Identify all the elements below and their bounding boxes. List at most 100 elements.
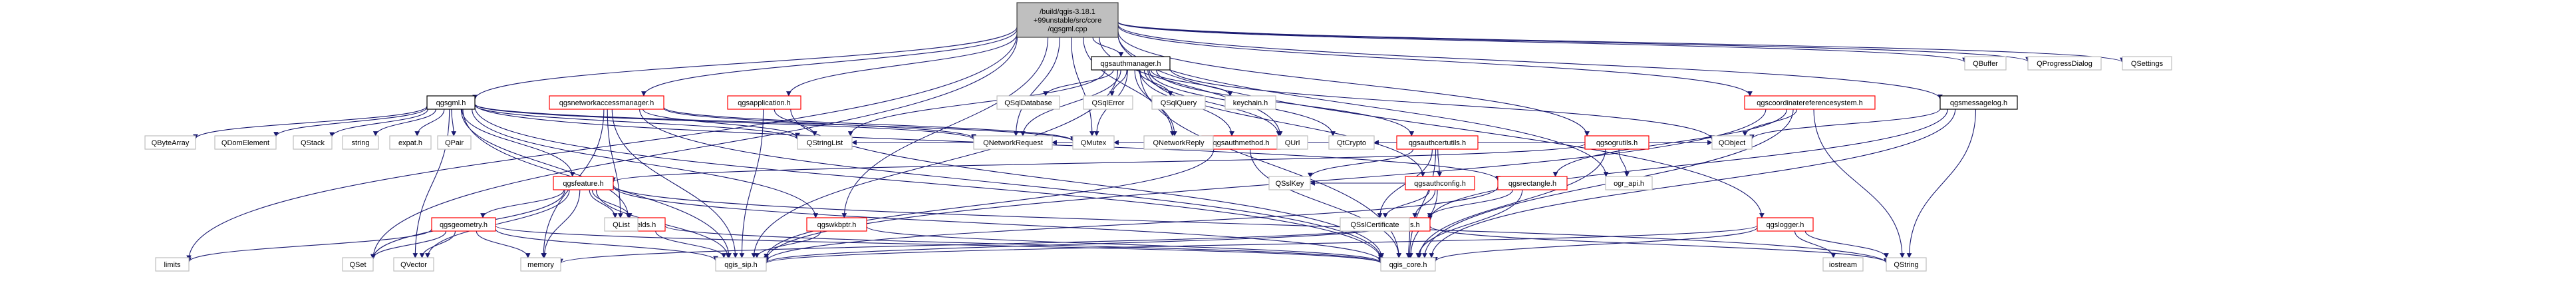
node-qgsapplication-h[interactable]: qgsapplication.h — [727, 95, 801, 110]
edge-qgsgml-cpp-to-qgsauthmanager-h — [1092, 37, 1124, 57]
node-qnetworkreply[interactable]: QNetworkReply — [1143, 135, 1214, 150]
node-qpair[interactable]: QPair — [437, 135, 472, 150]
node-qbytearray[interactable]: QByteArray — [144, 135, 196, 150]
node-qobject[interactable]: QObject — [1711, 135, 1753, 150]
node-qgsauthmethod-h[interactable]: qgsauthmethod.h — [1201, 135, 1281, 150]
node-label: QStringList — [807, 139, 843, 147]
edge-qgsnetworkaccessmanager-h-to-qgis-sip-h — [611, 109, 738, 258]
node-qgslogger-h[interactable]: qgslogger.h — [1757, 217, 1814, 232]
node-label: /qgsgml.cpp — [1048, 25, 1087, 33]
node-qgsgml-h[interactable]: qgsgml.h — [426, 95, 476, 110]
node-label: QSqlDatabase — [1004, 99, 1052, 107]
node-qsslkey[interactable]: QSslKey — [1268, 176, 1311, 190]
node-qstring[interactable]: QString — [1886, 257, 1927, 272]
edge-qgslogger-h-to-qgis-core-h — [1433, 226, 1758, 262]
node-string[interactable]: string — [342, 135, 379, 150]
edge-qgsogrutils-h-to-ogr-api-h — [1618, 148, 1630, 177]
node-qgsauthcertutils-h[interactable]: qgsauthcertutils.h — [1396, 135, 1479, 150]
node-iostream[interactable]: iostream — [1822, 257, 1864, 272]
node-qgsrectangle-h[interactable]: qgsrectangle.h — [1497, 176, 1568, 190]
node-limits[interactable]: limits — [155, 257, 190, 272]
node-label: qgsgml.h — [436, 99, 466, 107]
node-label: QByteArray — [152, 139, 190, 147]
node-label: QProgressDialog — [2037, 60, 2092, 68]
node-box — [1711, 135, 1753, 150]
node-qbuffer[interactable]: QBuffer — [1964, 56, 2007, 71]
node-memory[interactable]: memory — [520, 257, 561, 272]
edge-qgsauthmethod-h-to-qgis-core-h — [1250, 148, 1402, 258]
node-qgsgeometry-h[interactable]: qgsgeometry.h — [431, 217, 496, 232]
node-qgis-core-h[interactable]: qgis_core.h — [1380, 257, 1436, 272]
edge-qgsgml-h-to-expat-h — [414, 109, 445, 137]
edge-qgsgml-cpp-to-limits — [186, 33, 1018, 260]
node-box — [1405, 176, 1475, 190]
edge-qgsauthmanager-h-to-qnetworkrequest — [1020, 69, 1121, 137]
node-box — [1584, 135, 1649, 150]
edge-qgsgeometry-h-to-limits — [186, 228, 432, 263]
node-qsqlerror[interactable]: QSqlError — [1083, 95, 1133, 110]
node-label: qgsrectangle.h — [1508, 180, 1556, 188]
edge-qgsgml-h-to-string — [372, 109, 436, 137]
node-qdomelement[interactable]: QDomElement — [214, 135, 277, 150]
edge-qgsgml-cpp-to-qmutex — [1070, 37, 1095, 137]
node-ogr-api-h[interactable]: ogr_api.h — [1605, 176, 1653, 190]
node-qsqldatabase[interactable]: QSqlDatabase — [996, 95, 1060, 110]
node-box — [1964, 56, 2007, 71]
node-label: qgsfeature.h — [563, 180, 603, 188]
edge-qgsnetworkaccessmanager-h-to-qmutex — [663, 107, 1075, 142]
node-label: qgswkbptr.h — [817, 221, 857, 229]
node-box — [393, 257, 434, 272]
node-qgsauthconfig-h[interactable]: qgsauthconfig.h — [1405, 176, 1475, 190]
node-label: QSet — [349, 261, 366, 269]
node-qgis-sip-h[interactable]: qgis_sip.h — [715, 257, 767, 272]
node-qgsgml-cpp: /build/qgis-3.18.1+99unstable/src/core/q… — [1016, 2, 1119, 38]
node-expat-h[interactable]: expat.h — [389, 135, 432, 150]
edge-qgsgml-cpp-to-qgsapplication-h — [786, 33, 1018, 97]
node-qgscoordinatereferencesystem-h[interactable]: qgscoordinatereferencesystem.h — [1744, 95, 1876, 110]
edge-qgscoordinatereferencesystem-h-to-qgsrectangle-h — [1552, 109, 1788, 177]
edge-qgswkbptr-h-to-qgis-core-h — [866, 226, 1383, 263]
node-qgsfeature-h[interactable]: qgsfeature.h — [553, 176, 614, 190]
node-qsslcertificate[interactable]: QSslCertificate — [1340, 217, 1410, 232]
node-qgsmessagelog-h[interactable]: qgsmessagelog.h — [1939, 95, 2018, 110]
node-qtcrypto[interactable]: QtCrypto — [1328, 135, 1375, 150]
node-qstack[interactable]: QStack — [293, 135, 333, 150]
node-qvector[interactable]: QVector — [393, 257, 434, 272]
node-box — [144, 135, 196, 150]
node-label: QBuffer — [1973, 60, 1998, 68]
node-label: QString — [1894, 261, 1918, 269]
node-qsqlquery[interactable]: QSqlQuery — [1151, 95, 1206, 110]
node-qlist[interactable]: QList — [604, 217, 639, 232]
edge-qgsgml-h-to-qnetworkrequest — [474, 104, 976, 141]
node-qgsauthmanager-h[interactable]: qgsauthmanager.h — [1091, 56, 1171, 71]
node-qstringlist[interactable]: QStringList — [797, 135, 853, 150]
node-label: iostream — [1829, 261, 1857, 269]
node-qprogressdialog[interactable]: QProgressDialog — [2027, 56, 2102, 71]
node-label: QSettings — [2131, 60, 2164, 68]
node-qgsogrutils-h[interactable]: qgsogrutils.h — [1584, 135, 1649, 150]
node-box — [426, 95, 476, 110]
edge-qgsauthmanager-h-to-keychain-h — [1150, 69, 1233, 97]
node-box — [1328, 135, 1375, 150]
node-qset[interactable]: QSet — [342, 257, 374, 272]
node-box — [715, 257, 767, 272]
node-keychain-h[interactable]: keychain.h — [1224, 95, 1276, 110]
node-qnetworkrequest[interactable]: QNetworkRequest — [973, 135, 1053, 150]
node-label: QUrl — [1285, 139, 1300, 147]
edge-qgsgml-h-to-qvector — [412, 109, 450, 258]
node-label: QNetworkRequest — [983, 139, 1043, 147]
node-qgswkbptr-h[interactable]: qgswkbptr.h — [806, 217, 867, 232]
edge-qgsauthconfig-h-to-qsslcertificate — [1382, 189, 1430, 218]
node-qgsnetworkaccessmanager-h[interactable]: qgsnetworkaccessmanager.h — [549, 95, 664, 110]
edge-qgsgeometry-h-to-qgis-sip-h — [495, 228, 718, 262]
edge-qgslogger-h-to-qstring — [1804, 230, 1889, 258]
node-qsettings[interactable]: QSettings — [2122, 56, 2172, 71]
edge-qgsrectangle-h-to-qgis-core-h — [1415, 189, 1523, 258]
node-box — [553, 176, 614, 190]
edge-qgsgeometry-h-to-qvector — [419, 230, 456, 258]
nodes-layer: /build/qgis-3.18.1+99unstable/src/core/q… — [144, 2, 2172, 272]
edge-qgsgeometry-h-to-qset — [370, 230, 447, 260]
node-qurl[interactable]: QUrl — [1276, 135, 1308, 150]
node-qmutex[interactable]: QMutex — [1072, 135, 1115, 150]
